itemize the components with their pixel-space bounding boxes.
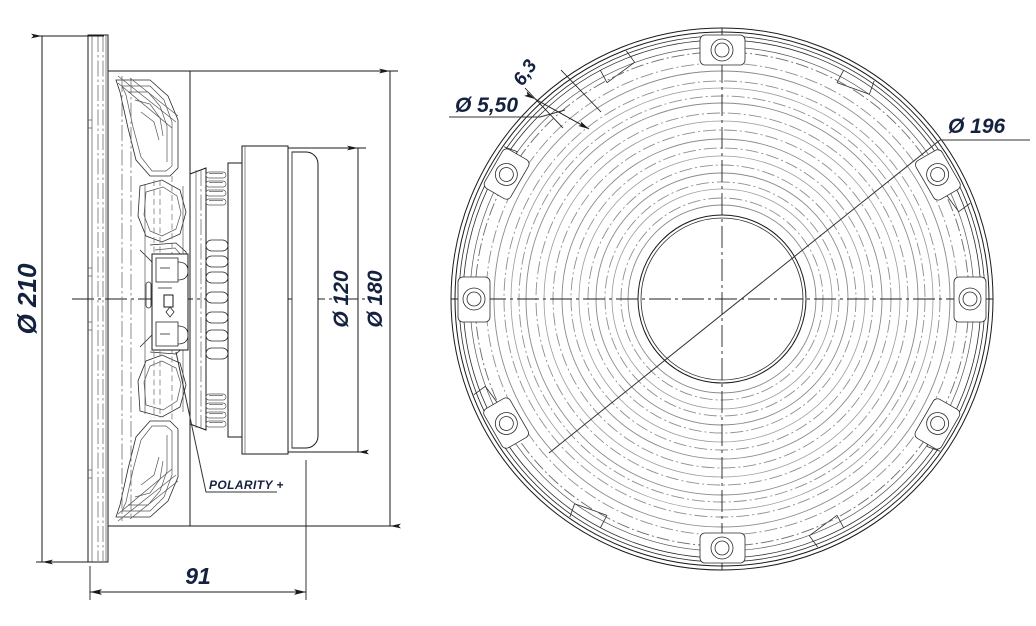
dimension-label-dia-210: Ø 210 [12,263,42,334]
front-view-centerlines [451,28,993,570]
basket-vent-slots [189,167,229,431]
dimension-dia-120 [288,145,369,455]
dimension-label-dia-550: Ø 5,50 [455,94,518,117]
side-view-group: POLARITY + Ø 210 Ø 180 Ø 12 [12,33,401,600]
flange-plate [87,34,109,563]
dimension-label-gasket-63: 6,3 [509,56,541,90]
polarity-label: POLARITY + [209,478,284,492]
dimension-label-dia-180: Ø 180 [364,270,387,328]
mounting-boss-right [953,276,987,323]
vent-slot-group-bottom [205,393,227,428]
callout-gasket-63 [524,69,602,130]
mounting-boss-bottom [699,532,746,564]
magnet-assembly [227,145,319,455]
terminal-block [145,253,189,351]
front-view-group: Ø 5,50 6,3 Ø 196 [449,27,1030,571]
mounting-boss-top [699,34,746,66]
mounting-boss-upper-left [483,148,530,200]
dimension-label-dia-196: Ø 196 [948,115,1006,138]
mounting-boss-upper-right [915,149,961,201]
mounting-boss-lower-left [483,397,529,449]
dimension-label-dia-120: Ø 120 [330,270,353,328]
dimension-dia-210 [31,33,104,565]
mounting-boss-left [457,276,491,323]
callout-dia-196 [548,139,1030,454]
dimension-dia-180 [190,68,401,529]
mounting-boss-lower-right [914,398,961,450]
dimension-label-depth-91: 91 [185,563,211,589]
mounting-boss-group [457,34,987,564]
polarity-callout [175,351,277,493]
vent-slot-group-middle [205,239,229,360]
vent-slot-group-top [205,171,227,206]
dimension-depth-91 [89,460,307,600]
